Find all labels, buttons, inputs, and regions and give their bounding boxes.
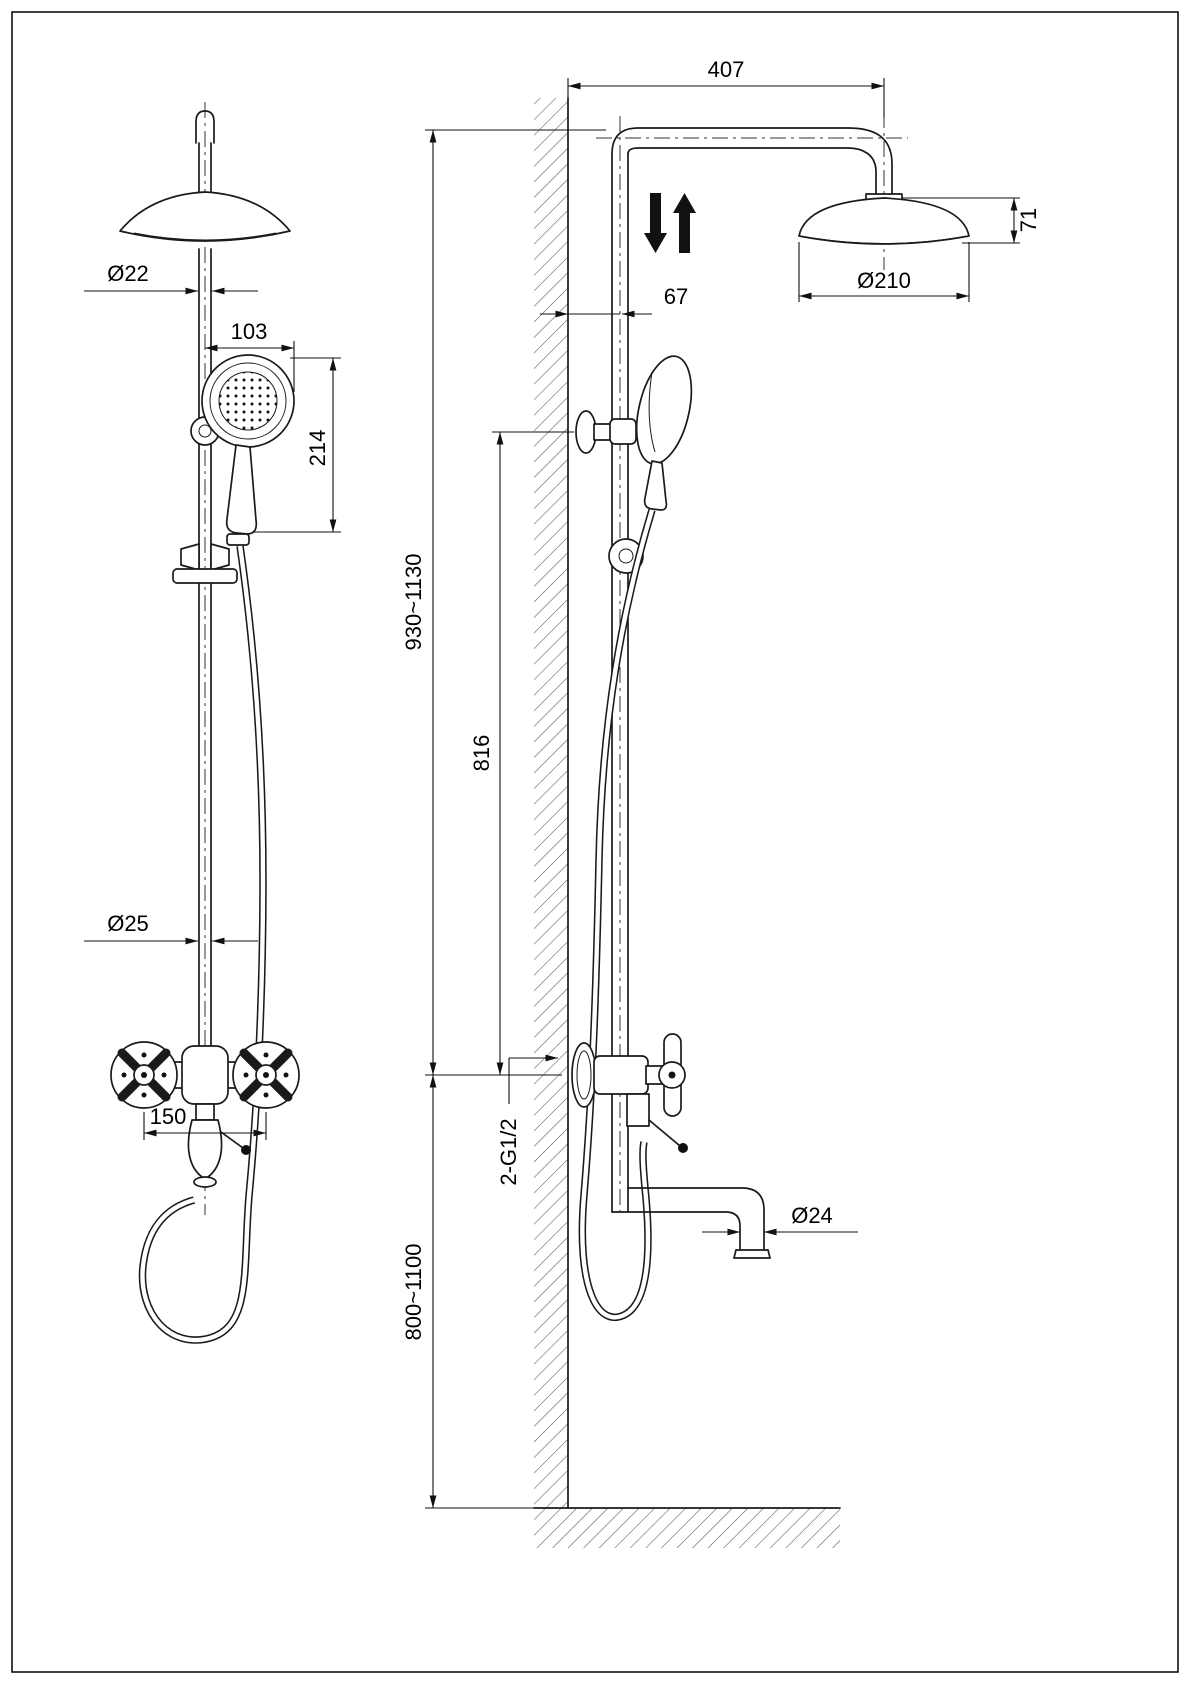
floor-hatch [534,1508,840,1548]
side-riser-pipe [611,127,893,1213]
front-right-cross-handle [232,1041,300,1109]
front-shower-hose [138,545,267,1344]
wall-hatch [534,98,568,1508]
front-mixer-valve [110,1041,300,1188]
side-hand-shower [575,355,693,511]
dim-side-install-height-range: 800~1100 [401,1075,534,1509]
dim-label-riser-height-range: 930~1130 [401,554,426,651]
dim-side-bracket-height: 816 [469,431,574,1075]
dim-front-riser-diameter: Ø25 [84,911,258,945]
dim-side-arm-reach: 407 [567,57,885,118]
adjust-up-arrow-icon [673,193,696,253]
dim-front-top-pipe-diameter: Ø22 [84,261,258,295]
sheet-border [11,11,1179,1673]
front-view: Ø22 103 214 [84,102,341,1344]
front-rain-shower-head [119,191,291,242]
dim-side-riser-height-range: 930~1130 [401,129,606,1076]
dim-front-inlet-spacing: 150 [143,1104,267,1140]
dim-side-head-height: 71 [902,197,1041,244]
side-shower-hose [578,508,656,1322]
side-mixer-valve [571,1033,688,1153]
dim-label-handshower-length: 214 [305,430,330,467]
dim-label-arm-reach: 407 [708,57,745,82]
front-diverter-spout [187,1103,251,1188]
dim-label-inlet-spacing: 150 [150,1104,187,1129]
dim-label-install-height-range: 800~1100 [401,1244,426,1341]
side-diverter [626,1093,688,1153]
dim-side-head-diameter: Ø210 [798,242,970,302]
adjust-down-arrow-icon [644,193,667,253]
dim-label-inlet-thread: 2-G1/2 [496,1118,521,1185]
dim-label-bracket-height: 816 [469,735,494,772]
side-view: 407 71 Ø210 67 [401,57,1041,1548]
dim-label-top-pipe-diameter: Ø22 [107,261,149,286]
side-rain-shower-head [798,193,970,245]
dim-label-spout-diameter: Ø24 [791,1203,833,1228]
dim-front-handshower-length: 214 [252,357,341,533]
dim-label-head-height: 71 [1016,208,1041,232]
dim-label-handshower-offset: 103 [231,319,268,344]
front-left-cross-handle [110,1041,178,1109]
dim-label-head-diameter: Ø210 [857,268,911,293]
side-tub-spout [611,1187,771,1259]
dim-side-inlet-thread: 2-G1/2 [496,1054,558,1186]
height-adjust-arrows [644,193,696,253]
front-slider-clamp [172,543,238,584]
dim-front-handshower-offset: 103 [205,319,295,392]
dim-label-riser-diameter: Ø25 [107,911,149,936]
dim-side-spout-diameter: Ø24 [702,1203,858,1236]
dim-side-wall-offset: 67 [540,284,688,318]
front-hand-shower [190,354,295,546]
dim-label-wall-offset: 67 [664,284,688,309]
